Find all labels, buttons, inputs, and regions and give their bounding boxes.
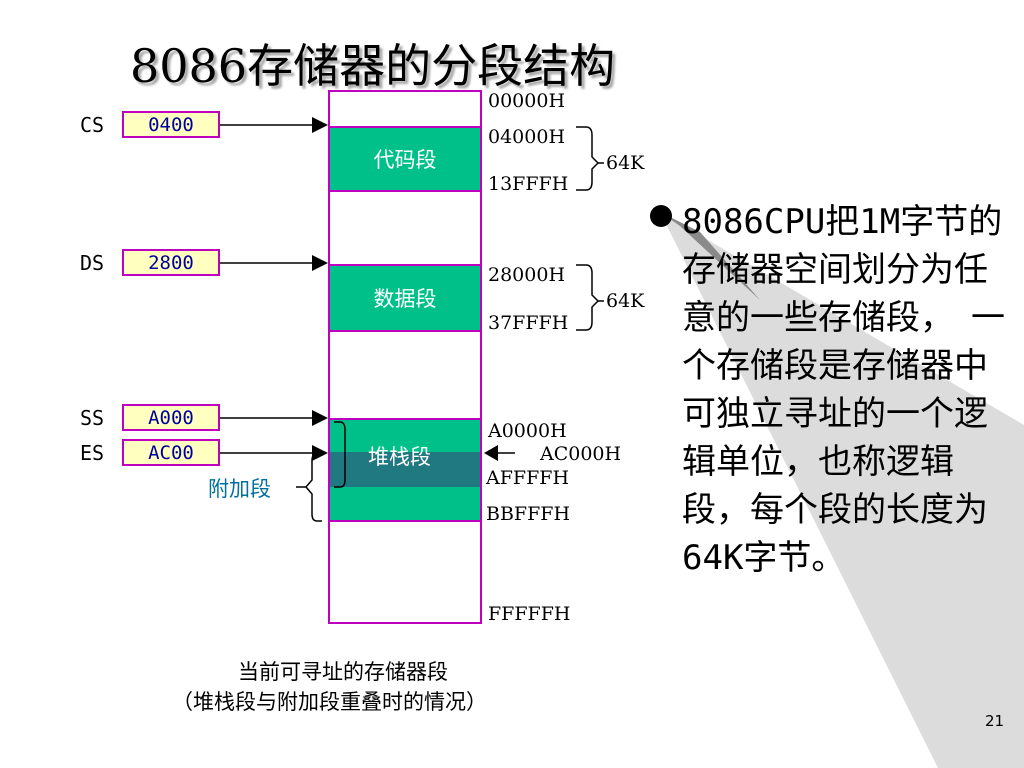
address-top: 00000H (488, 90, 566, 112)
cs-value: 0400 (122, 111, 220, 138)
size-label-data: 64K (606, 290, 645, 312)
address-extra-end: BBFFFH (486, 503, 571, 525)
extra-segment-label: 附加段 (208, 477, 271, 501)
data-segment: 数据段 (330, 264, 480, 332)
address-stack-end: AFFFFH (486, 467, 570, 489)
data-segment-label: 数据段 (373, 287, 437, 311)
address-bottom: FFFFFH (488, 603, 571, 625)
page-title: 8086存储器的分段结构 (130, 39, 616, 93)
address-data-start: 28000H (488, 264, 566, 286)
bullet-icon (650, 205, 672, 227)
caption-line1: 当前可寻址的存储器段 (238, 660, 448, 684)
cs-label: CS (80, 113, 105, 137)
code-segment-label: 代码段 (373, 148, 437, 172)
address-stack-start: A0000H (488, 420, 567, 442)
memory-column (328, 90, 482, 624)
ss-label: SS (80, 406, 105, 430)
page-number: 21 (985, 712, 1005, 730)
ds-label: DS (80, 251, 105, 275)
address-code-end: 13FFFH (488, 173, 569, 195)
code-segment: 代码段 (330, 126, 480, 192)
address-extra-start: AC000H (540, 443, 622, 465)
bullet-text: 8086CPU把1M字节的存储器空间划分为任意的一些存储段， 一个存储段是存储器… (682, 202, 1005, 578)
es-label: ES (80, 441, 105, 465)
es-value: AC00 (122, 439, 220, 466)
stack-segment-label: 堆栈段 (368, 445, 431, 469)
overlap-region (330, 452, 480, 487)
size-label-code: 64K (606, 152, 645, 174)
caption-line2: （堆栈段与附加段重叠时的情况） (172, 690, 487, 714)
address-code-start: 04000H (488, 126, 566, 148)
ss-value: A000 (122, 404, 220, 431)
ds-value: 2800 (122, 249, 220, 276)
address-data-end: 37FFFH (488, 312, 569, 334)
